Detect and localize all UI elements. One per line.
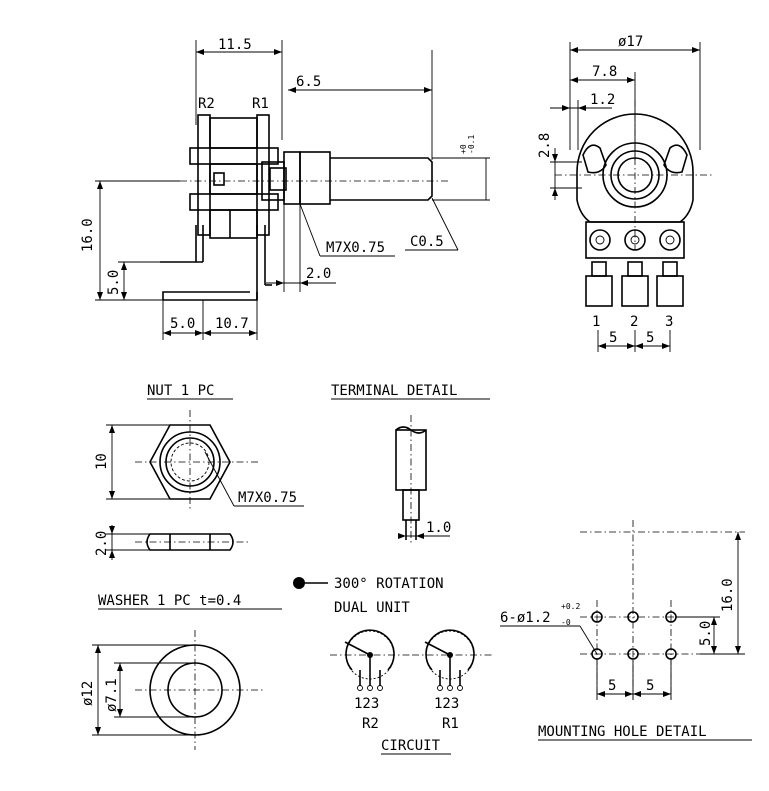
pitch-5-a: 5 (609, 330, 617, 346)
pin-3-label: 3 (665, 314, 673, 330)
circuit-rotation: 300° ROTATION (334, 576, 444, 592)
holes-tol-plus: +0.2 (561, 602, 580, 611)
dim-5-0-pin: 5.0 (106, 270, 122, 295)
washer-inner: ø7.1 (104, 678, 120, 712)
holes-label: 6-ø1.2 (500, 610, 551, 626)
mounting-hole-detail: 6-ø1.2 +0.2 -0 16.0 5.0 5 5 MOUNTING HOL… (500, 520, 752, 741)
dim-2-8: 2.8 (537, 133, 553, 158)
mount-row-5: 5.0 (698, 621, 714, 646)
chamfer-label: C0.5 (410, 234, 444, 250)
circuit-label-r2: R2 (362, 716, 379, 732)
dim-7-8: 7.8 (592, 64, 617, 80)
tol-label: +0 (459, 144, 468, 154)
holes-tol-minus: -0 (561, 618, 571, 627)
dim-6-5: 6.5 (296, 74, 321, 90)
nut-detail: NUT 1 PC 10 M7X0.75 2.0 (94, 383, 304, 560)
pitch-5-b: 5 (646, 330, 654, 346)
dim-2-0: 2.0 (306, 266, 331, 282)
nut-thickness: 2.0 (94, 531, 110, 556)
front-view: ø17 7.8 1.2 2.8 (537, 34, 712, 352)
circuit-label-r1: R1 (442, 716, 459, 732)
terminal-detail: TERMINAL DETAIL 1.0 (331, 383, 490, 545)
pin-1-label: 1 (592, 314, 600, 330)
circuit-detail: 300° ROTATION DUAL UNIT 123 R2 123 R1 CI… (293, 576, 492, 755)
washer-outer: ø12 (80, 681, 96, 706)
dim-1-2: 1.2 (590, 92, 615, 108)
dim-bottom-10-7: 10.7 (215, 316, 249, 332)
mount-pitch-b: 5 (646, 678, 654, 694)
svg-text:-0.1: -0.1 (467, 135, 476, 154)
circuit-dual-unit: DUAL UNIT (334, 600, 410, 616)
pin-2-label: 2 (630, 314, 638, 330)
terminal-title: TERMINAL DETAIL (331, 383, 457, 399)
circuit-pins-r1: 123 (434, 696, 459, 712)
label-r2: R2 (198, 96, 215, 112)
washer-title: WASHER 1 PC t=0.4 (98, 593, 241, 609)
thread-label: M7X0.75 (326, 240, 385, 256)
dim-11-5: 11.5 (218, 37, 252, 53)
mount-pitch-a: 5 (608, 678, 616, 694)
dim-diameter-17: ø17 (618, 34, 643, 50)
washer-detail: WASHER 1 PC t=0.4 ø12 ø7.1 (80, 593, 282, 750)
label-r1: R1 (252, 96, 269, 112)
side-view: 11.5 6.5 R2 R1 +0 -0.1 (80, 37, 490, 340)
circuit-pins-r2: 123 (354, 696, 379, 712)
mount-height-16: 16.0 (720, 578, 736, 612)
mounting-title: MOUNTING HOLE DETAIL (538, 724, 707, 740)
nut-title: NUT 1 PC (147, 383, 214, 399)
nut-height-10: 10 (94, 453, 110, 470)
terminal-width: 1.0 (426, 520, 451, 536)
dim-bottom-5-0: 5.0 (170, 316, 195, 332)
dim-16-0: 16.0 (80, 218, 96, 252)
nut-thread: M7X0.75 (238, 490, 297, 506)
hole-grid (591, 611, 677, 660)
circuit-title: CIRCUIT (381, 738, 441, 754)
